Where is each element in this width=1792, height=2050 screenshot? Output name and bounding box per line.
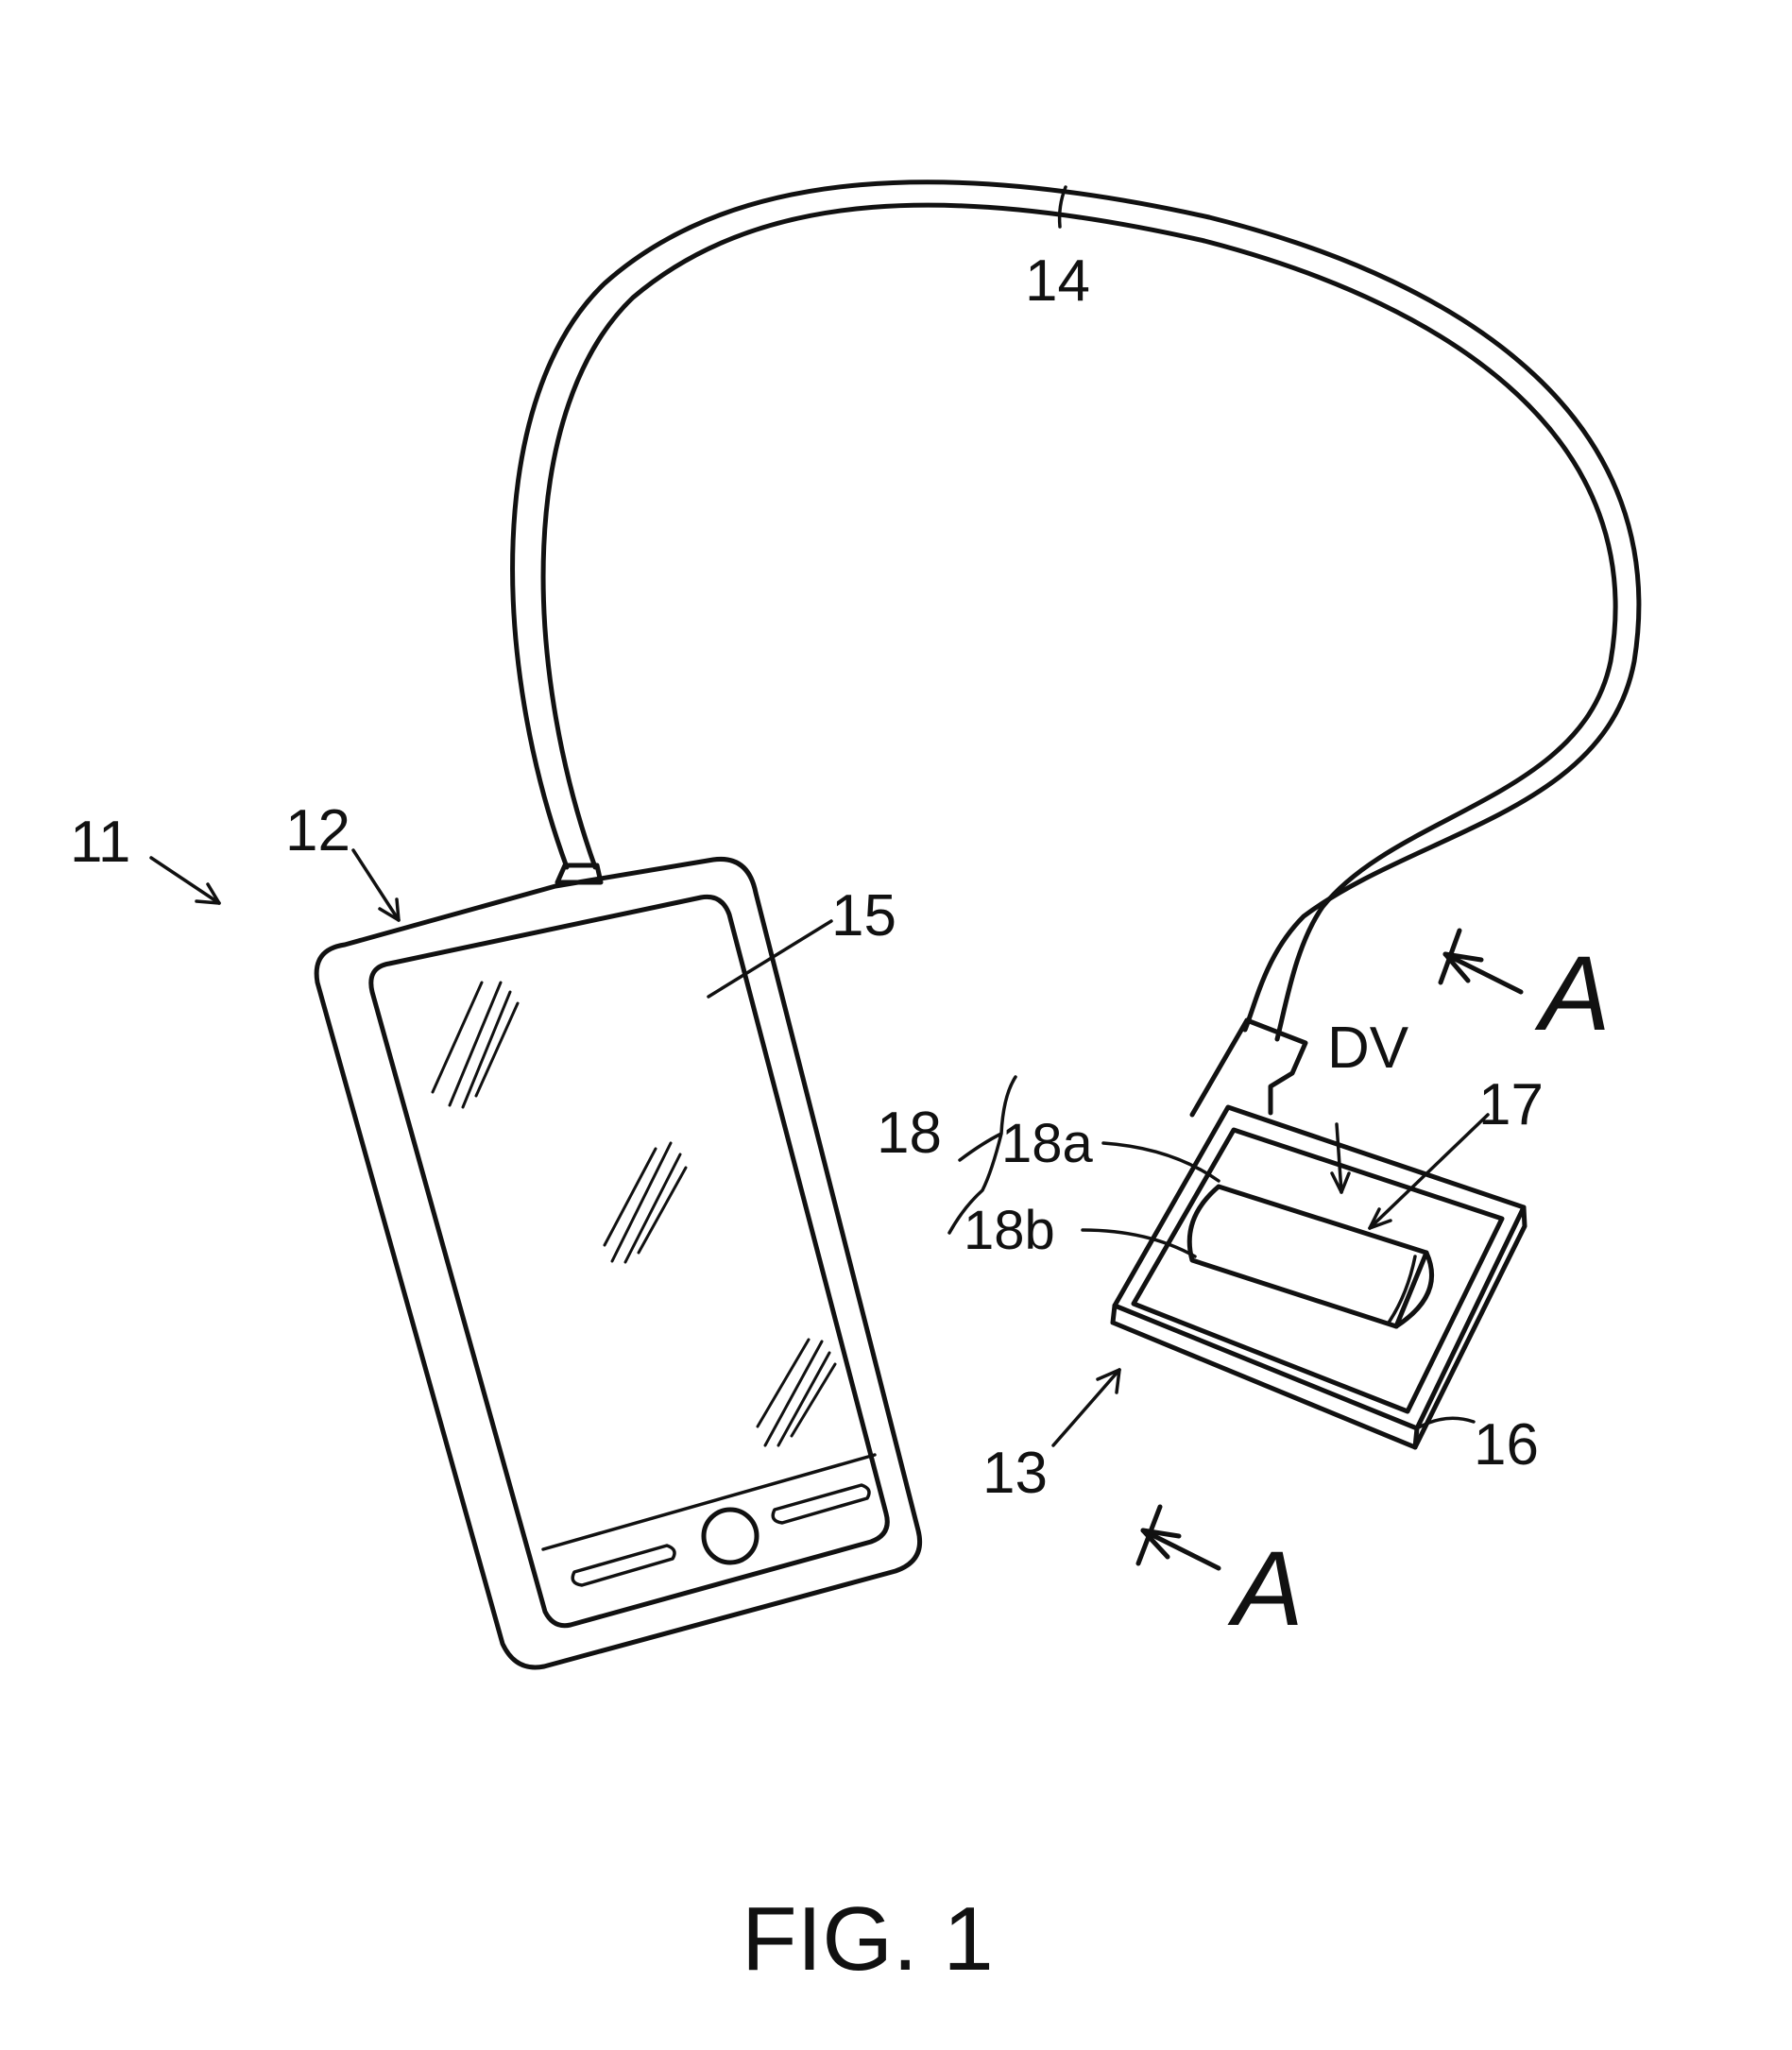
- home-button-icon: [704, 1510, 757, 1563]
- screen-glare-hatching: [433, 982, 835, 1445]
- section-label-top: A: [1534, 934, 1611, 1052]
- label-13: 13: [982, 1441, 1048, 1506]
- speaker-slot-left-icon: [572, 1546, 674, 1585]
- section-label-bottom: A: [1227, 1529, 1304, 1648]
- label-18a: 18a: [1001, 1113, 1094, 1174]
- label-17: 17: [1478, 1072, 1544, 1137]
- tablet-outer-case: [316, 859, 919, 1667]
- holder-side-face: [1113, 1306, 1417, 1447]
- label-14: 14: [1025, 248, 1090, 314]
- label-15: 15: [831, 883, 896, 948]
- figure-caption: FIG. 1: [742, 1888, 994, 1990]
- tablet-device: [316, 859, 919, 1667]
- reference-labels: 11 12 14 15 DV 17 18 18a 18b 13 16 A A: [70, 248, 1611, 1648]
- label-dv: DV: [1327, 1016, 1409, 1081]
- holder-top-face: [1115, 1107, 1524, 1428]
- probe-unit: [1113, 1020, 1525, 1447]
- label-16: 16: [1474, 1412, 1539, 1478]
- tablet-screen-bottom-edge: [543, 1455, 875, 1549]
- speaker-slot-right-icon: [773, 1485, 869, 1523]
- label-11: 11: [70, 810, 130, 875]
- label-12: 12: [285, 798, 350, 863]
- label-18b: 18b: [964, 1200, 1055, 1261]
- label-18: 18: [877, 1101, 942, 1166]
